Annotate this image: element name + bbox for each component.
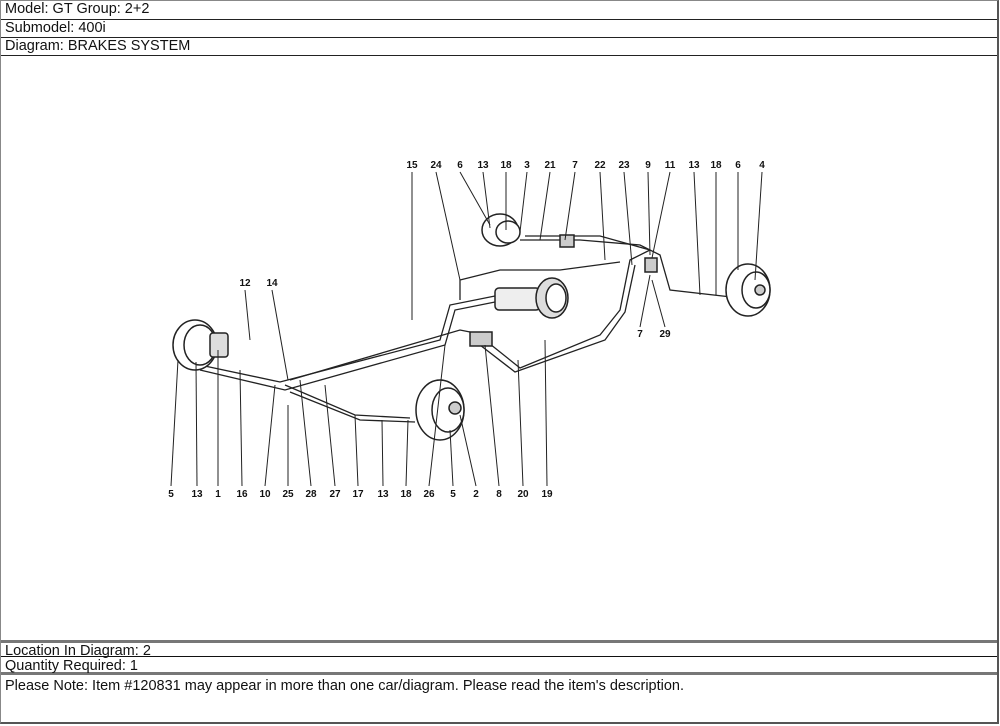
callout-label-18: 18 [710, 160, 722, 171]
callout-leader-line [405, 419, 409, 487]
callout-label-27: 27 [329, 489, 341, 500]
callout-label-6: 6 [735, 160, 741, 171]
callout-label-5: 5 [168, 489, 174, 500]
callout-label-15: 15 [406, 160, 418, 171]
callout-label-20: 20 [517, 489, 529, 500]
rear-right-brake-disc [725, 263, 771, 317]
callout-leader-line [459, 171, 491, 226]
callout-leader-line [519, 171, 528, 233]
callout-leader-line [564, 171, 576, 241]
callout-label-7: 7 [572, 160, 578, 171]
callout-leader-line [459, 414, 477, 487]
callout-leader-line [264, 384, 276, 487]
callout-leader-line [599, 171, 606, 261]
note-row: Please Note: Item #120831 may appear in … [5, 678, 685, 694]
callout-label-7: 7 [637, 329, 643, 340]
callout-label-4: 4 [759, 160, 765, 171]
callout-leader-line [517, 359, 524, 487]
pressure-regulator [559, 234, 658, 273]
callout-label-19: 19 [541, 489, 553, 500]
callout-label-14: 14 [266, 278, 278, 289]
callout-label-8: 8 [496, 489, 502, 500]
callout-label-13: 13 [377, 489, 389, 500]
callout-leader-line [754, 171, 763, 281]
callout-label-1: 1 [215, 489, 221, 500]
callout-label-11: 11 [665, 160, 676, 171]
callout-label-18: 18 [400, 489, 412, 500]
quantity-row: Quantity Required: 1 [1, 658, 997, 675]
callout-label-21: 21 [544, 160, 556, 171]
callout-leader-line [482, 171, 491, 229]
front-left-brake-disc [172, 319, 229, 371]
brake-servo [494, 277, 569, 319]
callout-leader-line [539, 171, 551, 241]
callout-label-24: 24 [430, 160, 442, 171]
callout-leader-line [324, 384, 336, 487]
rear-left-brake-disc [481, 213, 521, 247]
callout-label-28: 28 [305, 489, 317, 500]
callout-label-10: 10 [259, 489, 271, 500]
callout-label-13: 13 [688, 160, 700, 171]
callout-leader-line [299, 379, 312, 487]
callout-label-5: 5 [450, 489, 456, 500]
callout-leader-line [449, 429, 454, 487]
callout-label-2: 2 [473, 489, 479, 500]
diagram-title-row: Diagram: BRAKES SYSTEM [1, 38, 997, 56]
callout-label-13: 13 [477, 160, 489, 171]
callout-label-12: 12 [239, 278, 251, 289]
callout-leader-line [271, 289, 289, 381]
callout-label-16: 16 [236, 489, 248, 500]
master-cylinder [469, 331, 493, 347]
callout-label-25: 25 [282, 489, 294, 500]
location-row: Location In Diagram: 2 [1, 640, 997, 659]
callout-label-23: 23 [618, 160, 630, 171]
callout-leader-line [381, 419, 384, 487]
callout-label-29: 29 [659, 329, 671, 340]
callout-leader-line [195, 361, 198, 487]
callout-label-26: 26 [423, 489, 435, 500]
callout-label-18: 18 [500, 160, 512, 171]
callout-leader-line [354, 414, 359, 487]
callout-leader-line [428, 344, 446, 487]
callout-leader-line [623, 171, 633, 266]
callout-leader-line [639, 274, 651, 328]
front-right-brake-disc [415, 379, 465, 441]
callout-label-13: 13 [191, 489, 203, 500]
submodel-row: Submodel: 400i [1, 20, 997, 38]
callout-label-6: 6 [457, 160, 463, 171]
callout-leader-line [244, 289, 251, 341]
callout-label-9: 9 [645, 160, 651, 171]
callout-leader-line [651, 279, 666, 328]
callout-leader-line [484, 344, 500, 487]
callout-leader-line [435, 171, 461, 281]
callout-label-22: 22 [594, 160, 606, 171]
callout-leader-line [647, 171, 651, 256]
callout-leader-line [170, 359, 179, 487]
model-row: Model: GT Group: 2+2 [1, 1, 997, 20]
callout-label-3: 3 [524, 160, 530, 171]
callout-leader-line [239, 369, 243, 487]
callout-label-17: 17 [352, 489, 364, 500]
callout-leader-line [651, 171, 671, 259]
callout-leader-line [693, 171, 701, 296]
callout-leader-line [544, 339, 548, 487]
